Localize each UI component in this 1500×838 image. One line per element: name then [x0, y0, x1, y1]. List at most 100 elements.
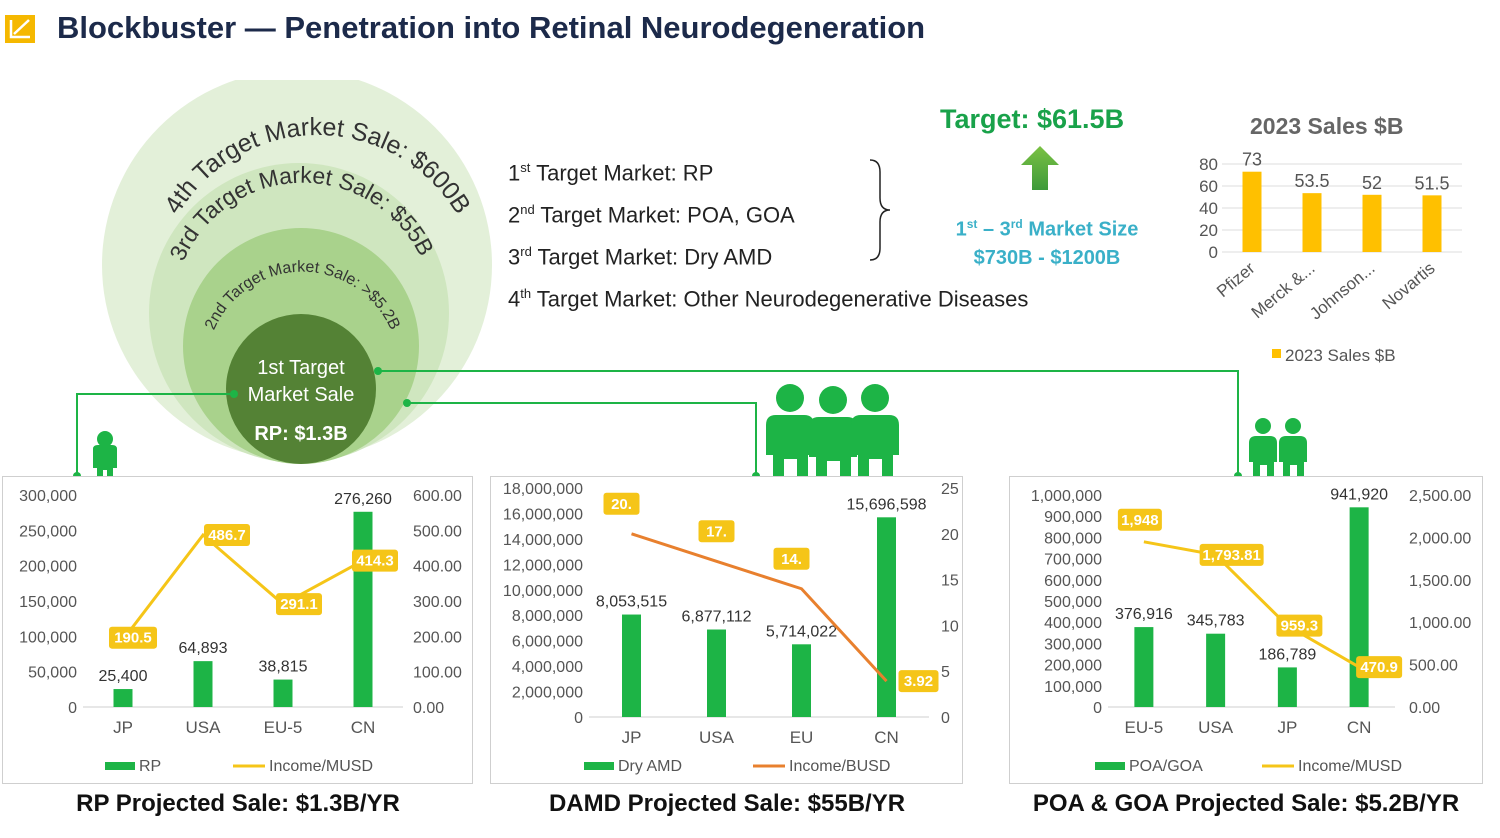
bar-data-label: 64,893 [179, 640, 228, 657]
y-tick-label: 400,000 [1044, 615, 1102, 632]
y2-tick-label: 200.00 [413, 629, 462, 646]
legend-label: 2023 Sales $B [1285, 346, 1396, 365]
y2-tick-label: 100.00 [413, 665, 462, 682]
line-data-label: 190.5 [114, 630, 152, 647]
circle-1st-value: RP: $1.3B [254, 423, 347, 445]
callout-box [698, 520, 735, 543]
connector-damd [407, 402, 757, 476]
callout-box [603, 492, 640, 515]
series-line [121, 532, 364, 641]
line-data-label: 14. [781, 551, 802, 568]
bar [353, 511, 373, 707]
bar-data-label: 276,260 [334, 491, 392, 508]
circle-1st-market [226, 314, 376, 464]
x-tick-label: JP [113, 718, 133, 737]
x-tick-label: USA [186, 718, 222, 737]
page-title: Blockbuster — Penetration into Retinal N… [57, 10, 926, 45]
y2-tick-label: 25 [941, 481, 959, 498]
y2-tick-label: 400.00 [413, 559, 462, 576]
y-tick-label: 900,000 [1044, 509, 1102, 526]
line-data-label: 414.3 [356, 553, 394, 570]
y-tick-label: 1,000,000 [1031, 488, 1102, 505]
y-tick-label: 0 [68, 700, 77, 717]
bar [273, 679, 293, 707]
legend-swatch-bar [105, 762, 135, 770]
pair-people-icon [1249, 418, 1307, 487]
bar-data-label: 15,696,598 [846, 496, 926, 513]
brace-icon [869, 159, 891, 261]
market-size-label: 1st – 3rd Market Size [955, 217, 1139, 241]
circle-1st-line1: 1st Target [257, 357, 345, 379]
bar-data-label: 38,815 [259, 659, 308, 676]
y2-tick-label: 15 [941, 573, 959, 590]
y-tick-label: 12,000,000 [503, 557, 583, 574]
callout-box [352, 549, 398, 572]
y2-tick-label: 0.00 [413, 700, 444, 717]
legend-swatch [1272, 349, 1281, 358]
line-data-label: 291.1 [280, 596, 318, 613]
x-tick-label: USA [699, 728, 735, 747]
legend-swatch-bar [584, 762, 614, 770]
bar-data-label: 186,789 [1258, 646, 1316, 663]
y-tick-label: 100,000 [1044, 679, 1102, 696]
y2-tick-label: 1,500.00 [1409, 573, 1471, 590]
bar [113, 689, 133, 707]
rp-projected-title: RP Projected Sale: $1.3B/YR [76, 790, 400, 817]
line-data-label: 1,793.81 [1202, 547, 1260, 564]
x-tick-label: CN [351, 718, 376, 737]
legend-label: Income/MUSD [1298, 758, 1402, 775]
y-tick-label: 100,000 [19, 629, 77, 646]
line-data-label: 959.3 [1281, 618, 1319, 635]
bar [1206, 633, 1226, 707]
poa-chart: 0100,000200,000300,000400,000500,000600,… [1031, 486, 1472, 775]
market-size-range: $730B - $1200B [973, 246, 1121, 269]
y-tick-label: 250,000 [19, 523, 77, 540]
x-tick-label: EU [790, 728, 814, 747]
y-tick-label: 14,000,000 [503, 532, 583, 549]
callout-box [204, 524, 250, 547]
target-line-3: 3rd Target Market: Dry AMD [508, 244, 773, 270]
y-tick-label: 10,000,000 [503, 583, 583, 600]
bar [622, 614, 641, 717]
series-line [631, 532, 888, 683]
line-data-label: 3.92 [904, 673, 933, 690]
y-tick-label: 600,000 [1044, 573, 1102, 590]
bar-data-label: 345,783 [1187, 613, 1245, 630]
bar [1242, 171, 1262, 252]
line-data-label: 470.9 [1360, 659, 1398, 676]
y-tick-label: 150,000 [19, 594, 77, 611]
damd-chart: 02,000,0004,000,0006,000,0008,000,00010,… [503, 481, 959, 775]
bar [1422, 195, 1442, 252]
group-people-icon [766, 384, 899, 487]
bar [1362, 194, 1382, 252]
y-tick-label: 20 [1199, 221, 1218, 240]
y2-tick-label: 2,500.00 [1409, 488, 1471, 505]
x-tick-label: JP [1277, 718, 1297, 737]
legend-label: Dry AMD [618, 758, 682, 775]
connector-poa [378, 370, 1239, 476]
circle-1st-line2: Market Sale [248, 384, 355, 406]
target-line-1: 1st Target Market: RP [508, 160, 714, 186]
bar [1134, 627, 1154, 707]
x-tick-label: USA [1198, 718, 1234, 737]
chart-title: 2023 Sales $B [1250, 113, 1403, 139]
y-tick-label: 6,000,000 [512, 634, 583, 651]
bar-data-label: 25,400 [99, 668, 148, 685]
callout-box [773, 547, 810, 570]
rp-chart: 050,000100,000150,000200,000250,000300,0… [19, 488, 462, 775]
connector-rp [76, 393, 234, 476]
x-tick-label: CN [874, 728, 899, 747]
y-tick-label: 200,000 [19, 559, 77, 576]
y-tick-label: 700,000 [1044, 552, 1102, 569]
line-data-label: 1,948 [1121, 512, 1159, 529]
poa-projected-title: POA & GOA Projected Sale: $5.2B/YR [1032, 790, 1460, 817]
callout-box [276, 593, 322, 616]
y-tick-label: 4,000,000 [512, 659, 583, 676]
bar [877, 517, 896, 717]
bar-data-label: 941,920 [1330, 486, 1388, 503]
callout-box [1117, 508, 1162, 531]
target-line-4: 4th Target Market: Other Neurodegenerati… [508, 286, 1029, 312]
bar-data-label: 376,916 [1115, 606, 1173, 623]
